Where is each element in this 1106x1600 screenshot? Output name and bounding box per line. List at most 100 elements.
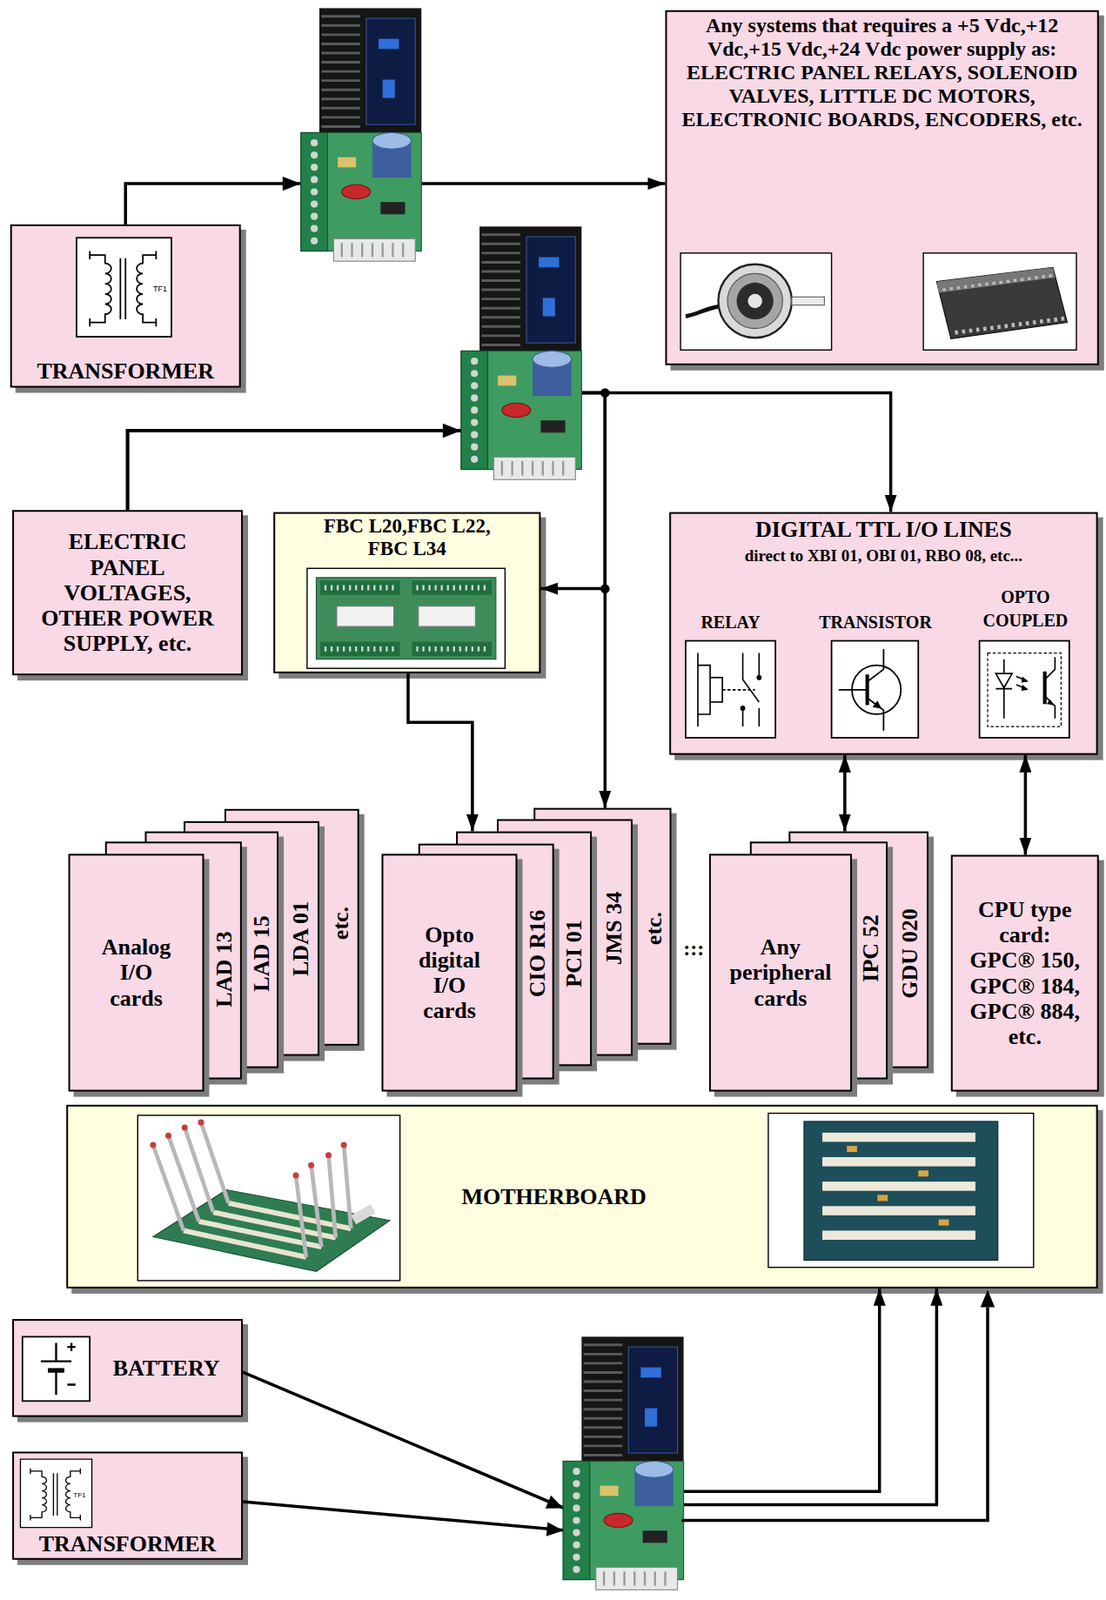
box-shape (665, 11, 1104, 371)
motherboard-photo (183, 1203, 351, 1258)
node-text: Opto digital I/O cards (405, 922, 493, 1024)
battery-symbol (40, 1342, 72, 1395)
battery-symbol (40, 1342, 76, 1395)
card-label: etc. (643, 911, 666, 946)
motherboard-photo (822, 1206, 976, 1216)
node-text: TRANSFORMER (39, 1531, 217, 1557)
module-photo (954, 318, 1066, 333)
motherboard-photo (137, 1115, 400, 1281)
motherboard-photo (181, 1124, 188, 1131)
box-shape (382, 854, 523, 1097)
battery-symbol (47, 1367, 65, 1373)
source-box: TRANSFORMER (12, 1451, 243, 1560)
motherboard-photo (804, 1121, 999, 1261)
node-text: Analog I/O cards (93, 934, 181, 1011)
terminal-board-photo (336, 606, 395, 627)
motherboard-photo (149, 1119, 347, 1180)
encoder-photo (680, 253, 832, 350)
node-text: ELECTRIC PANEL VOLTAGES, OTHER POWER SUP… (36, 529, 220, 657)
transformer-symbol (76, 237, 172, 337)
motherboard-photo (822, 1132, 976, 1241)
box-shape (670, 513, 1103, 761)
box-outline (710, 854, 852, 1091)
box-shape (67, 1106, 1103, 1294)
power-supply-module (563, 1336, 684, 1590)
box-outline (11, 225, 241, 388)
motherboard-photo (197, 1119, 204, 1127)
label-text: RELAY (700, 612, 760, 632)
motherboard-photo (918, 1170, 929, 1177)
module-input-arrow (282, 176, 302, 191)
cpu-card: CPU type card: GPC® 150, GPC® 184, GPC® … (951, 855, 1100, 1093)
card-front: Analog I/O cards (68, 853, 205, 1092)
source-box: TRANSFORMER (10, 224, 242, 389)
box-outline (69, 854, 204, 1091)
node-text: BATTERY (113, 1355, 221, 1381)
card: etc. (533, 808, 671, 1046)
box-outline (382, 854, 517, 1091)
motherboard-photo (350, 1204, 376, 1225)
box-shape (13, 510, 249, 681)
motherboard-photo (938, 1219, 950, 1227)
motherboard-photo (822, 1132, 976, 1143)
motherboard-photo (846, 1146, 858, 1153)
motherboard-box: MOTHERBOARD (66, 1105, 1098, 1289)
target-box: Any systems that requires a +5 Vdc,+12 V… (664, 10, 1099, 366)
power-supply-module (301, 7, 422, 262)
box-outline (274, 513, 540, 673)
card-label: GDU 020 (898, 909, 922, 999)
source-box: ELECTRIC PANEL VOLTAGES, OTHER POWER SUP… (12, 509, 243, 676)
card: etc. (224, 809, 360, 1046)
transformer-symbol (20, 1459, 92, 1528)
connector-arrow (843, 755, 847, 832)
encoder-photo (717, 264, 791, 338)
label-text: OPTO COUPLED (972, 585, 1078, 633)
optocoupler-symbol (987, 653, 1061, 727)
node-text: Any peripheral cards (725, 934, 835, 1011)
relay-symbol (740, 705, 746, 711)
transistor-symbol (865, 674, 870, 705)
card-label: LAD 13 (213, 931, 236, 1007)
card-label: LDA 01 (289, 901, 313, 977)
power-output-wire (681, 1289, 995, 1521)
module-input-arrow (442, 423, 462, 438)
card: PCI 01 (455, 831, 592, 1067)
io-lines-box: DIGITAL TTL I/O LINESdirect to XBI 01, O… (669, 512, 1098, 756)
motherboard-photo (293, 1173, 300, 1180)
motherboard-photo (308, 1162, 315, 1169)
optocoupler-symbol (1045, 656, 1056, 718)
transistor-symbol (872, 700, 882, 709)
module-photo (936, 267, 1055, 293)
relay-symbol (697, 665, 711, 715)
relay-symbol (743, 653, 760, 727)
card-label: etc. (329, 906, 353, 940)
card: IPC 52 (750, 841, 888, 1080)
optocoupler-symbol (995, 659, 1013, 719)
connector-arrow (408, 673, 473, 832)
motherboard-photo (822, 1230, 976, 1241)
power-supply-module (461, 226, 582, 480)
card-front: Any peripheral cards (709, 853, 852, 1092)
node-text: Any systems that requires a +5 Vdc,+12 V… (677, 13, 1087, 131)
optocoupler-symbol (1021, 684, 1029, 691)
motherboard-photo (822, 1157, 976, 1167)
transistor-symbol (838, 649, 885, 731)
motherboard-photo (153, 1122, 351, 1258)
terminal-board-photo (315, 577, 496, 660)
junction-dot (600, 583, 610, 594)
motherboard-photo (822, 1181, 976, 1192)
encoder-photo (680, 253, 832, 350)
transistor-symbol (831, 641, 919, 738)
card-label: LAD 15 (250, 916, 274, 993)
relay-symbol (685, 641, 776, 738)
optocoupler-symbol (1021, 677, 1029, 684)
encoder-photo (727, 273, 783, 329)
relay-symbol (710, 677, 723, 703)
label-text: TRANSISTOR (818, 612, 932, 632)
card-label: JMS 34 (603, 891, 626, 966)
terminal-board-photo (307, 568, 505, 669)
motherboard-photo (877, 1194, 888, 1201)
label-text: TF1 (73, 1491, 86, 1500)
card-label: CIO R16 (526, 910, 550, 998)
